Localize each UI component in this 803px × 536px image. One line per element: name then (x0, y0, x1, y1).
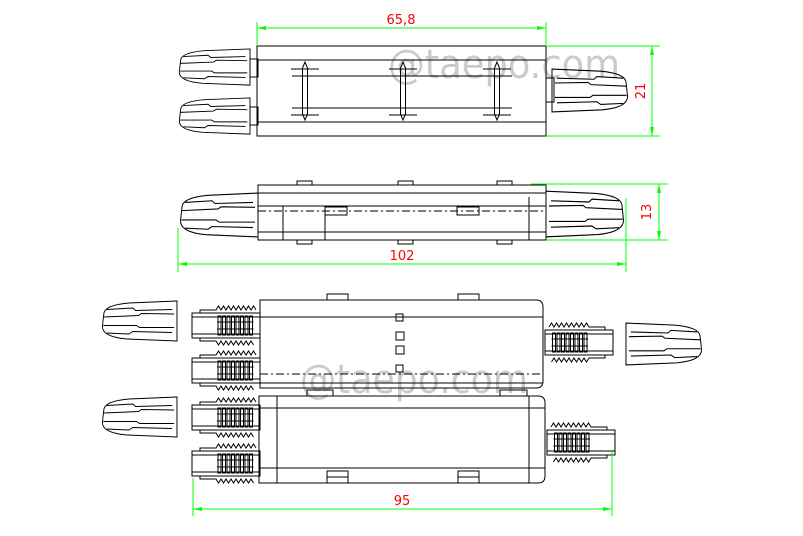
top-view (178, 45, 629, 137)
dimension-top-width: 65,8 (256, 13, 547, 45)
watermark-text-top: @taepo.com (388, 42, 620, 88)
crimp-terminal (191, 397, 261, 438)
connector-body-outline (256, 45, 547, 137)
dimension-exploded-length: 95 (192, 451, 613, 516)
dimension-label-top-width: 65,8 (387, 13, 416, 28)
exploded-view (101, 293, 703, 484)
wire-cap (545, 190, 625, 238)
latch-window (324, 206, 348, 216)
side-view (179, 180, 625, 245)
latch-window (456, 206, 480, 216)
wire-cap-loose (101, 396, 178, 438)
ladder-cross (290, 61, 320, 121)
dimension-label-side-height: 13 (640, 204, 655, 221)
crimp-terminal (544, 322, 614, 363)
dimension-label-side-length: 102 (390, 249, 415, 264)
crimp-terminal (191, 350, 261, 391)
wire-cap (178, 97, 251, 135)
watermark-text-bottom: @taepo.com (300, 357, 528, 403)
crimp-terminal (191, 443, 261, 484)
dimension-label-exploded-length: 95 (394, 494, 411, 509)
crimp-terminal (546, 422, 616, 463)
wire-cap-loose (101, 300, 178, 342)
crimp-terminal (191, 305, 261, 346)
dimension-top-height: 21 (546, 45, 660, 137)
dimension-side-length: 102 (177, 198, 627, 272)
wire-cap (179, 192, 259, 238)
dimension-label-top-height: 21 (634, 83, 649, 100)
wire-cap (178, 48, 251, 86)
wire-cap-loose (625, 322, 703, 366)
lower-housing (258, 389, 546, 484)
upper-housing (259, 293, 544, 389)
dimension-side-height: 13 (531, 183, 668, 241)
